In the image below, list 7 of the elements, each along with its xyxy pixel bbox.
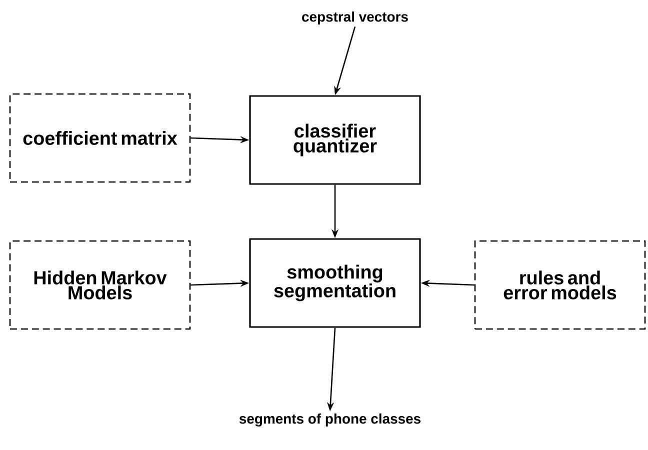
input-box: Hidden Markov Models [9, 240, 191, 330]
input-box: coefficient matrix [9, 93, 191, 183]
input-box: rules and error models [474, 240, 646, 330]
process-box: smoothing segmentation [249, 238, 421, 328]
node-label: segments of phone classes [239, 413, 420, 427]
process-box: classifier quantizer [249, 95, 421, 185]
node-label: cepstral vectors [302, 12, 408, 24]
